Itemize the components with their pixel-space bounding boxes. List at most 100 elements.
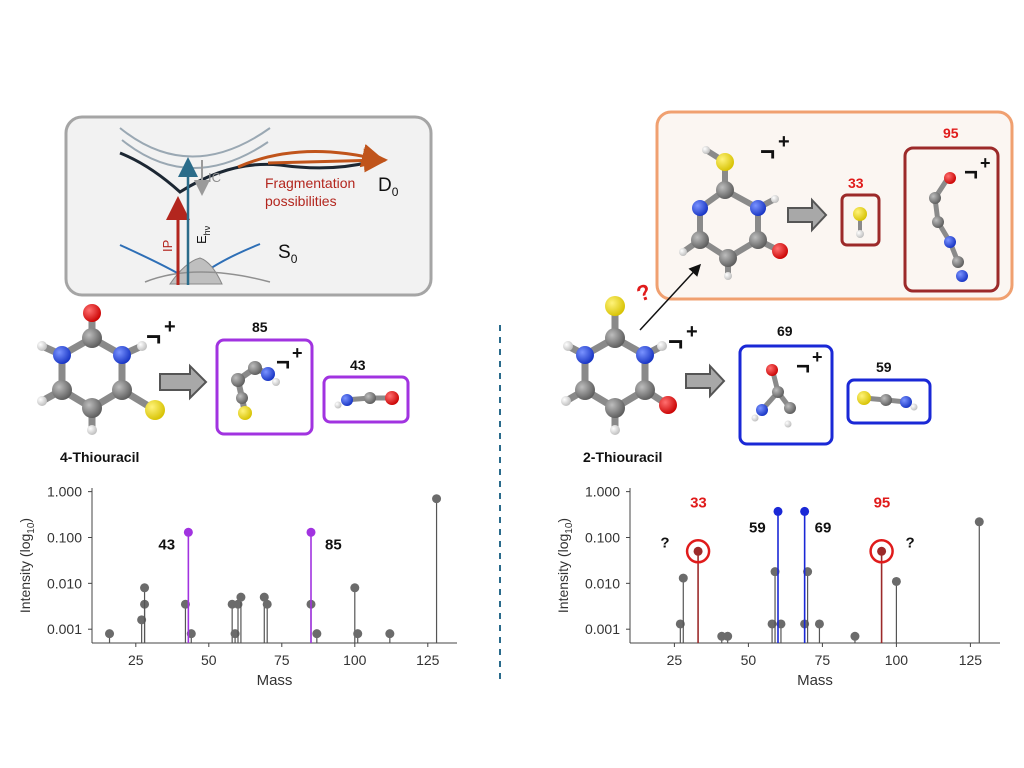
stem-marker bbox=[183, 527, 193, 537]
ic-label: IC bbox=[208, 170, 221, 185]
stem-marker bbox=[891, 576, 901, 586]
left-fragment-85-label: 85 bbox=[252, 319, 268, 335]
left-reaction-arrow bbox=[159, 363, 208, 401]
right-molecule-name: 2-Thiouracil bbox=[583, 449, 662, 465]
fragment-95-molecule bbox=[929, 172, 968, 282]
fragment-69-molecule bbox=[751, 364, 796, 428]
peak-label: 59 bbox=[749, 519, 766, 536]
fragment-85-bracket: ¬ bbox=[276, 349, 290, 376]
y-tick-label: 0.010 bbox=[585, 575, 620, 591]
hypothetical-frame bbox=[655, 110, 1014, 301]
stem-marker bbox=[137, 615, 147, 625]
peak-label: 33 bbox=[690, 495, 707, 512]
left-fragment-85-box bbox=[215, 338, 314, 436]
hypothetical-charge: + bbox=[778, 131, 790, 153]
ip-label: IP bbox=[160, 240, 175, 252]
hypothetical-arrow bbox=[639, 263, 702, 331]
stem-marker bbox=[773, 506, 783, 516]
fragmentation-arrow-curve bbox=[237, 143, 386, 169]
fragment-43-molecule bbox=[334, 391, 399, 409]
right-charge: + bbox=[686, 321, 698, 343]
y-axis-label: Intensity (log10) bbox=[555, 518, 575, 613]
stem-marker bbox=[814, 619, 824, 629]
hypothetical-95-label: 95 bbox=[943, 125, 959, 141]
hypothetical-fragmentation-panel: ¬ + 33 95 ¬ + bbox=[655, 110, 1014, 301]
stem-marker bbox=[233, 599, 243, 609]
y-tick-label: 0.100 bbox=[47, 529, 82, 545]
fragment-69-bracket: ¬ bbox=[796, 353, 810, 380]
fragment-95-bracket: ¬ bbox=[964, 159, 978, 186]
stem-marker bbox=[693, 546, 703, 556]
stem-marker bbox=[105, 629, 115, 639]
x-tick-label: 100 bbox=[343, 652, 367, 668]
peak-label: 85 bbox=[325, 536, 342, 553]
y-tick-label: 0.010 bbox=[47, 575, 82, 591]
x-tick-label: 100 bbox=[885, 652, 909, 668]
stem-marker bbox=[974, 517, 984, 527]
left-fragment-43-label: 43 bbox=[350, 357, 366, 373]
x-tick-label: 50 bbox=[201, 652, 217, 668]
hypothetical-reaction-arrow bbox=[787, 197, 828, 233]
x-tick-label: 25 bbox=[667, 652, 683, 668]
stem-marker bbox=[675, 619, 685, 629]
molecule-2-thiouracil bbox=[561, 296, 677, 435]
fragment-95-charge: + bbox=[980, 153, 991, 173]
stem-marker bbox=[877, 546, 887, 556]
left-molecule-name: 4-Thiouracil bbox=[60, 449, 139, 465]
x-tick-label: 50 bbox=[741, 652, 757, 668]
fragment-85-charge: + bbox=[292, 343, 303, 363]
highlight-ring bbox=[685, 539, 711, 564]
left-charge: + bbox=[164, 316, 176, 338]
y-axis-label: Intensity (log10) bbox=[17, 518, 37, 613]
stem-marker bbox=[385, 629, 395, 639]
stem-marker bbox=[723, 631, 733, 641]
x-tick-label: 125 bbox=[416, 652, 440, 668]
peak-label: ? bbox=[660, 535, 669, 552]
right-fragment-59-box bbox=[846, 378, 932, 425]
peak-label: 69 bbox=[815, 519, 832, 536]
hypothetical-33-label: 33 bbox=[848, 175, 864, 191]
y-tick-label: 0.001 bbox=[47, 621, 82, 637]
x-tick-label: 75 bbox=[274, 652, 290, 668]
excited-state-curve-1 bbox=[119, 127, 271, 158]
stem-marker bbox=[850, 631, 860, 641]
hypothetical-parent-molecule bbox=[679, 146, 788, 280]
right-bracket: ¬ bbox=[668, 326, 683, 356]
stem-marker bbox=[230, 629, 240, 639]
s0-lower-curve bbox=[144, 271, 271, 283]
stem-marker bbox=[312, 629, 322, 639]
d0-label: D0 bbox=[378, 175, 399, 199]
x-tick-label: 75 bbox=[815, 652, 831, 668]
right-reaction-arrow bbox=[685, 363, 726, 399]
energy-diagram: IC Fragmentation possibilities D0 S0 IP … bbox=[64, 115, 433, 297]
stem-marker bbox=[140, 583, 150, 593]
stem-marker bbox=[259, 592, 269, 602]
highlight-ring bbox=[869, 539, 894, 564]
molecule-4-thiouracil bbox=[37, 304, 165, 435]
fragment-69-charge: + bbox=[812, 347, 823, 367]
stem-marker bbox=[350, 583, 360, 593]
stem-marker bbox=[306, 527, 316, 537]
energy-diagram-frame bbox=[64, 115, 433, 297]
y-tick-label: 1.000 bbox=[47, 484, 82, 500]
y-tick-label: 0.100 bbox=[585, 529, 620, 545]
x-tick-label: 25 bbox=[128, 652, 144, 668]
right-fragment-69-label: 69 bbox=[777, 323, 793, 339]
stem-marker bbox=[262, 599, 272, 609]
x-tick-label: 125 bbox=[959, 652, 983, 668]
peak-label: 43 bbox=[158, 536, 175, 553]
left-fragment-43-box bbox=[322, 375, 410, 424]
stem-marker bbox=[767, 619, 777, 629]
fragment-59-molecule bbox=[857, 391, 918, 411]
left-bracket: ¬ bbox=[146, 321, 161, 351]
hypothetical-question: ? bbox=[633, 279, 654, 307]
y-tick-label: 1.000 bbox=[585, 484, 620, 500]
ehv-label: Ehν bbox=[194, 225, 212, 244]
stem-marker bbox=[432, 494, 442, 504]
fragment-85-molecule bbox=[231, 361, 280, 420]
stem-marker bbox=[236, 592, 246, 602]
hypothetical-bracket: ¬ bbox=[760, 136, 775, 166]
